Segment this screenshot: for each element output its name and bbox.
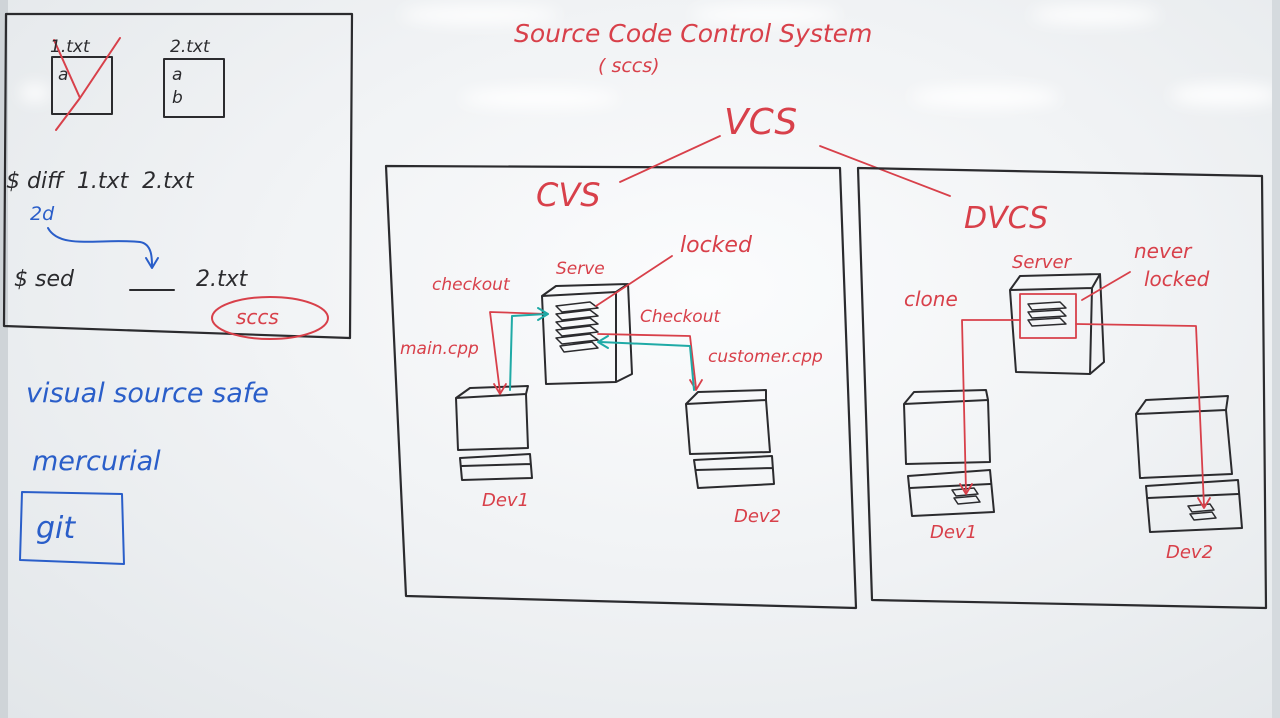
board-frame	[0, 0, 8, 718]
blue-arrow	[47, 227, 153, 267]
board-frame	[1272, 0, 1280, 718]
checkout-arrow-left	[489, 311, 549, 393]
light-glare	[400, 6, 560, 24]
dvcs-locked-label: locked	[1144, 267, 1210, 291]
teal-arrow-down	[599, 341, 695, 391]
dvcs-dev1-label: Dev1	[930, 522, 977, 543]
cvs-label: CVS	[536, 176, 601, 214]
dvcs-server-docs	[1027, 301, 1067, 327]
dvcs-label: DVCS	[964, 201, 1048, 236]
light-glare	[1030, 6, 1160, 24]
title-line1: Source Code Control System	[514, 19, 872, 48]
dvcs-dev2-label: Dev2	[1166, 542, 1213, 563]
arrowhead	[689, 379, 703, 391]
blue-arrow-head	[145, 257, 159, 269]
cvs-file-left: main.cpp	[400, 339, 479, 359]
light-glare	[910, 86, 1060, 108]
arrowhead	[1197, 497, 1211, 509]
cvs-server-docs	[555, 301, 599, 353]
file2-box	[163, 58, 225, 118]
arrowhead	[597, 335, 609, 349]
cvs-dev2-label: Dev2	[734, 506, 781, 527]
checkout-arrow-right	[597, 333, 697, 389]
file1-name: 1.txt	[50, 37, 91, 57]
diff-output: 2d	[30, 203, 55, 225]
tool-git: git	[36, 511, 76, 546]
arrowhead	[537, 307, 549, 321]
vcs-label: VCS	[724, 102, 797, 143]
diff-panel-border	[2, 12, 354, 340]
light-glare	[460, 88, 620, 108]
tool-visual-source-safe: visual source safe	[26, 378, 269, 409]
light-glare	[1170, 84, 1280, 106]
file2-name: 2.txt	[170, 37, 211, 57]
dvcs-server	[1009, 273, 1105, 375]
dvcs-clone-label: clone	[904, 287, 958, 311]
arrowhead	[493, 383, 507, 395]
cvs-file-right: customer.cpp	[708, 347, 823, 367]
clone-arrow-left	[961, 319, 1021, 493]
arrowhead	[959, 483, 973, 495]
diff-command: $ diff 1.txt 2.txt	[6, 169, 195, 194]
dvcs-dev2-computer	[1135, 395, 1243, 533]
dvcs-server-label: Server	[1012, 252, 1073, 273]
red-check-mark	[53, 37, 121, 131]
cvs-checkout-left: checkout	[432, 275, 511, 295]
sccs-label: sccs	[236, 305, 279, 329]
file2-line-1: a	[172, 65, 182, 85]
cvs-dev1-label: Dev1	[482, 490, 529, 511]
cvs-checkout-right: Checkout	[640, 307, 721, 327]
sed-command: $ sed	[14, 267, 75, 292]
dvcs-never-label: never	[1134, 239, 1193, 263]
vcs-to-dvcs-line	[819, 145, 951, 197]
never-locked-pointer	[1081, 271, 1131, 301]
dvcs-panel-border	[856, 166, 1268, 610]
clone-arrow-right	[1075, 323, 1205, 507]
sed-file: 2.txt	[196, 267, 249, 292]
cvs-locked-label: locked	[680, 233, 753, 258]
file1-line: a	[58, 65, 68, 85]
git-box	[19, 491, 125, 565]
cvs-panel-border	[384, 164, 858, 610]
cvs-server-label: Serve	[556, 259, 605, 279]
cvs-dev1-computer	[455, 385, 533, 481]
teal-arrow-up	[509, 313, 547, 391]
tool-mercurial: mercurial	[32, 446, 161, 477]
light-glare	[690, 6, 840, 24]
title-line2: ( sccs)	[598, 55, 660, 77]
dvcs-dev1-computer	[903, 389, 995, 517]
sccs-circle	[211, 296, 329, 340]
light-glare	[20, 84, 50, 102]
dvcs-repo-box	[1019, 293, 1077, 339]
file1-box	[51, 56, 113, 115]
cvs-dev2-computer	[685, 389, 775, 489]
file2-line-2: b	[172, 88, 183, 108]
vcs-to-cvs-line	[619, 135, 721, 183]
locked-pointer	[595, 255, 673, 307]
